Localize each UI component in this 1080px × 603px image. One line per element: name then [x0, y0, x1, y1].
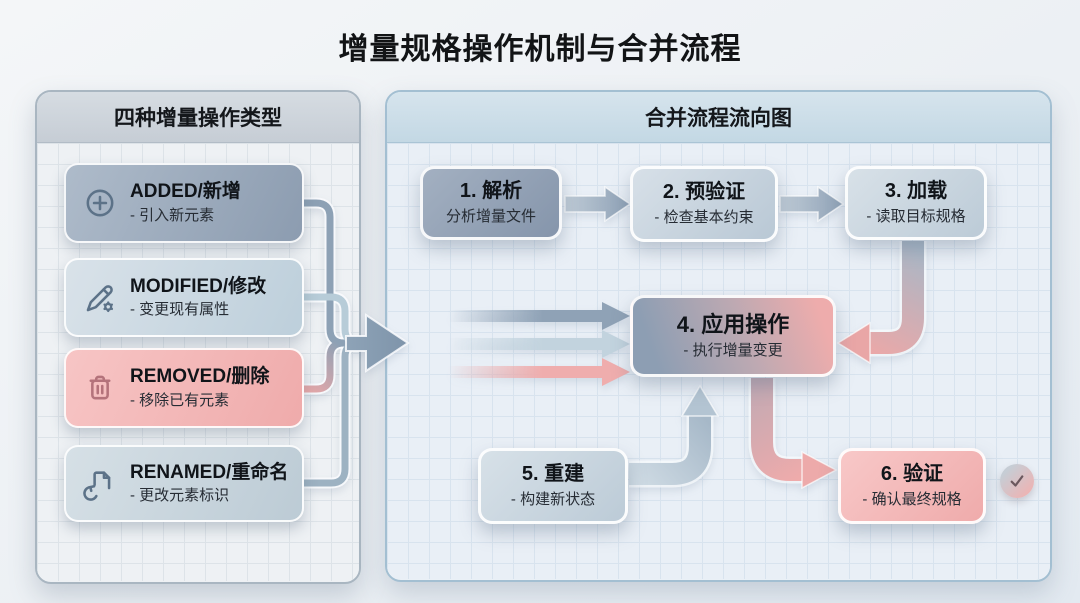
step-6-desc: - 确认最终规格	[862, 491, 962, 508]
step-2-desc: - 检查基本约束	[654, 209, 754, 226]
card-renamed-desc: - 更改元素标识	[130, 487, 230, 505]
checkmark-icon	[1010, 475, 1024, 487]
right-panel-header: 合并流程流向图	[387, 92, 1050, 143]
step-5-rebuild: 5. 重建 - 构建新状态	[478, 448, 628, 524]
step-5-title: 5. 重建	[521, 463, 585, 485]
card-modified-title: MODIFIED/修改	[130, 275, 267, 297]
step-5-desc: - 构建新状态	[510, 491, 596, 508]
step-6-title: 6. 验证	[880, 463, 944, 485]
card-renamed-title: RENAMED/重命名	[130, 461, 289, 483]
pencil-gear-icon	[82, 281, 118, 315]
step-3-load: 3. 加载 - 读取目标规格	[845, 166, 987, 240]
step-3-title: 3. 加载	[884, 180, 948, 202]
step-4-apply: 4. 应用操作 - 执行增量变更	[630, 295, 836, 377]
step-1-desc: 分析增量文件	[445, 208, 536, 225]
step-1-title: 1. 解析	[459, 180, 523, 202]
card-modified-desc: - 变更现有属性	[130, 301, 230, 319]
card-added: ADDED/新增 - 引入新元素	[64, 163, 304, 243]
left-panel-header: 四种增量操作类型	[37, 92, 359, 143]
page-title: 增量规格操作机制与合并流程	[338, 33, 742, 66]
step-1-parse: 1. 解析 分析增量文件	[420, 166, 562, 240]
circle-plus-icon	[82, 186, 118, 220]
trash-icon	[82, 371, 118, 405]
card-added-desc: - 引入新元素	[130, 206, 215, 224]
check-badge	[1000, 464, 1034, 498]
step-4-desc: - 执行增量变更	[683, 342, 783, 360]
step-4-title: 4. 应用操作	[676, 311, 790, 337]
card-modified: MODIFIED/修改 - 变更现有属性	[64, 258, 304, 337]
card-renamed: RENAMED/重命名 - 更改元素标识	[64, 445, 304, 522]
step-6-validate: 6. 验证 - 确认最终规格	[838, 448, 986, 524]
card-added-title: ADDED/新增	[130, 181, 241, 203]
step-2-prevalidate: 2. 预验证 - 检查基本约束	[630, 166, 778, 242]
card-removed-title: REMOVED/删除	[130, 366, 270, 388]
file-rename-icon	[82, 467, 118, 501]
step-3-desc: - 读取目标规格	[866, 208, 966, 225]
step-2-title: 2. 预验证	[662, 181, 746, 203]
card-removed: REMOVED/删除 - 移除已有元素	[64, 348, 304, 428]
card-removed-desc: - 移除已有元素	[130, 391, 230, 409]
